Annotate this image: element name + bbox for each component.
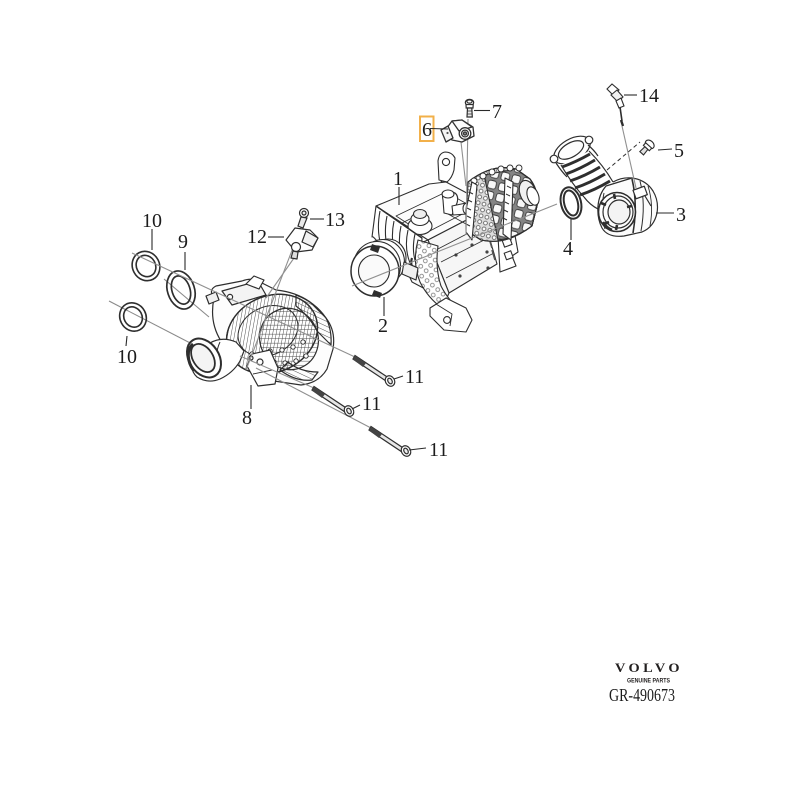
svg-text:11: 11 (429, 439, 448, 461)
svg-text:7: 7 (492, 101, 502, 123)
svg-text:9: 9 (178, 231, 188, 253)
svg-text:3: 3 (676, 204, 686, 226)
svg-text:11: 11 (362, 393, 381, 415)
svg-text:GENUINE PARTS: GENUINE PARTS (627, 678, 670, 685)
svg-text:14: 14 (639, 85, 659, 107)
svg-text:VOLVO: VOLVO (615, 661, 683, 675)
svg-text:2: 2 (378, 315, 388, 337)
svg-text:1: 1 (393, 168, 403, 190)
svg-text:13: 13 (325, 209, 345, 231)
svg-text:12: 12 (247, 226, 267, 248)
svg-text:10: 10 (117, 346, 137, 368)
svg-text:GR-490673: GR-490673 (609, 685, 675, 705)
svg-text:6: 6 (422, 119, 432, 141)
svg-text:5: 5 (674, 140, 684, 162)
svg-text:10: 10 (142, 210, 162, 232)
svg-text:4: 4 (563, 238, 573, 260)
svg-text:11: 11 (405, 366, 424, 388)
svg-text:8: 8 (242, 407, 252, 429)
